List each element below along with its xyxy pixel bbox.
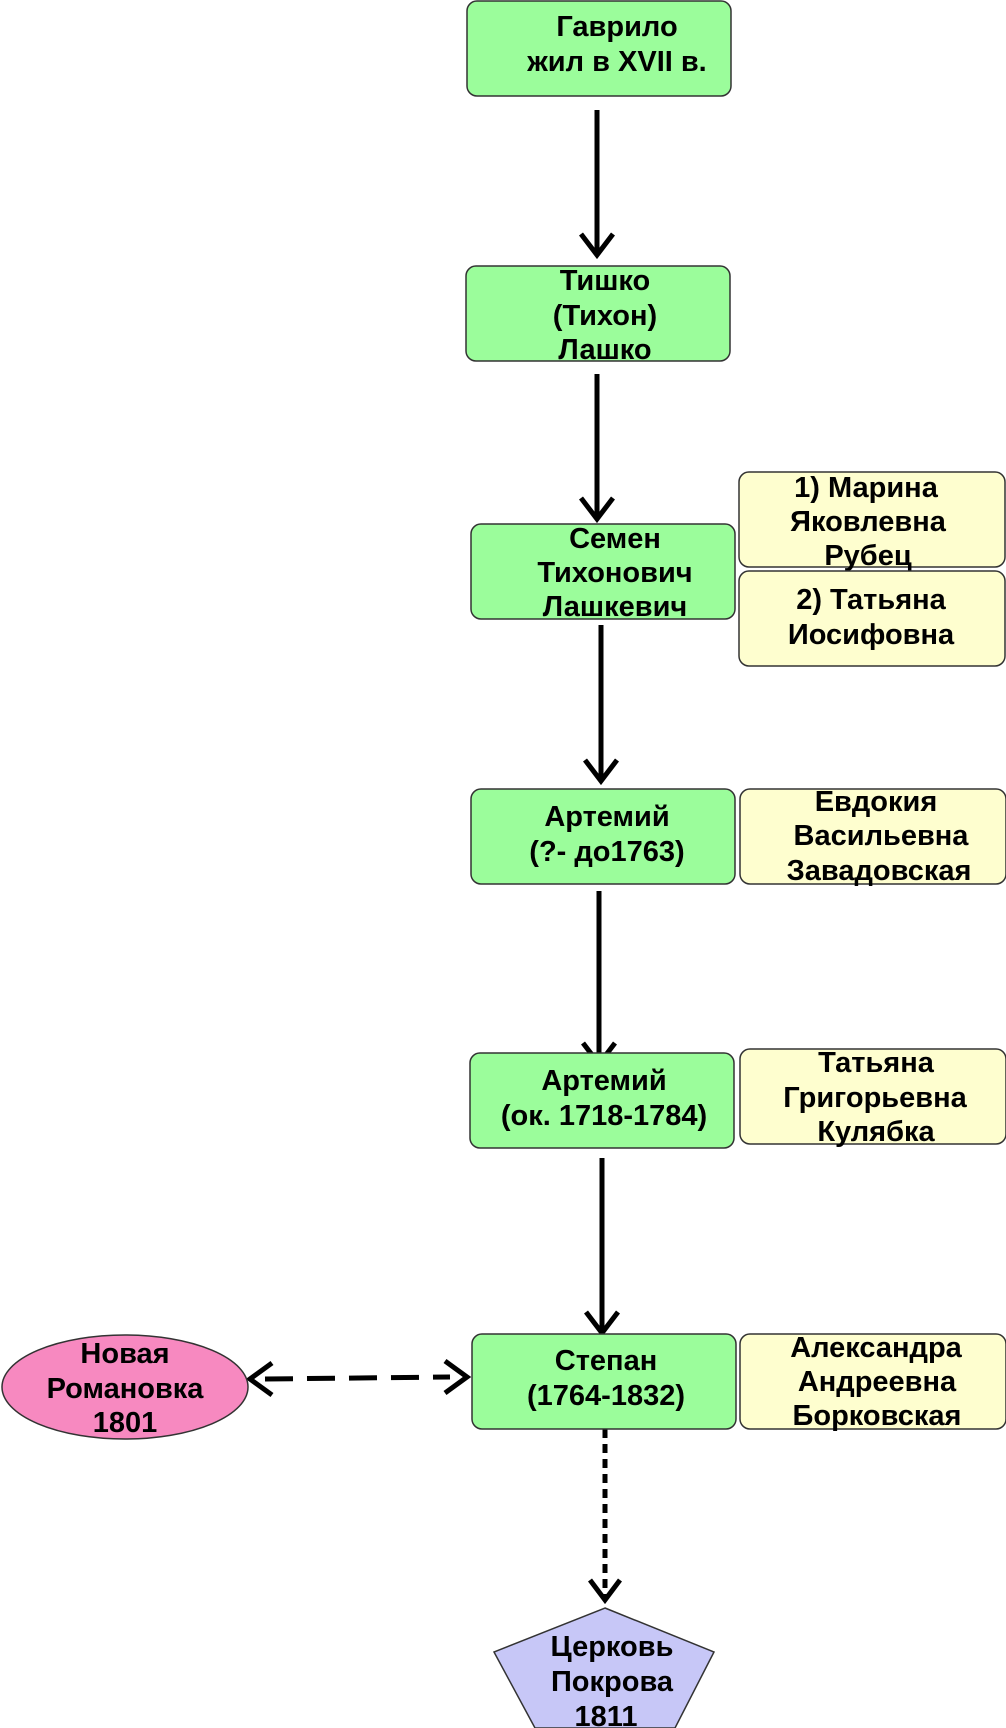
node-stepan-line1: Степан	[555, 1345, 657, 1377]
node-marina-line3: Рубец	[824, 540, 912, 572]
node-evdokia-box	[739, 788, 1006, 885]
node-alexandra-line3: Борковская	[793, 1400, 962, 1432]
node-novaya-line1: Новая	[80, 1338, 169, 1370]
dashed-arrow-stepan-novaya	[264, 1374, 451, 1382]
node-artemiy1-box	[470, 788, 736, 885]
arrow-tishko-semen-head	[579, 496, 615, 524]
node-semen[interactable]: Семен Тихонович Лашкевич	[470, 523, 736, 623]
connectors	[245, 110, 622, 1605]
node-gavrilo-box	[466, 0, 732, 97]
node-stepan-line2: (1764-1832)	[527, 1380, 685, 1412]
node-alexandra[interactable]: Александра Андреевна Борковская	[739, 1332, 1006, 1432]
node-tishko-line2: (Тихон)	[553, 300, 657, 332]
node-stepan-box	[471, 1333, 737, 1430]
node-evdokia-line1: Евдокия	[815, 786, 938, 818]
node-tatiana-g-line1: Татьяна	[818, 1047, 935, 1079]
node-semen-line2: Тихонович	[537, 557, 692, 589]
node-alexandra-line2: Андреевна	[798, 1366, 957, 1398]
node-novaya-line3: 1801	[93, 1407, 158, 1439]
node-alexandra-line1: Александра	[790, 1332, 962, 1364]
node-tatiana-i[interactable]: 2) Татьяна Иосифовна	[738, 570, 1006, 667]
node-church-line3: 1811	[575, 1701, 638, 1728]
node-semen-box	[470, 523, 736, 620]
arrow-semen-artemiy1-head	[583, 758, 619, 786]
node-artemiy2-line2: (ок. 1718-1784)	[501, 1100, 707, 1132]
node-evdokia-line3: Завадовская	[787, 855, 972, 887]
arrow-artemiy2-stepan-head	[584, 1310, 620, 1338]
node-artemiy2[interactable]: Артемий (ок. 1718-1784)	[469, 1052, 735, 1149]
node-church-line1: Церковь	[551, 1631, 674, 1663]
node-marina-line1: 1) Марина	[794, 472, 939, 504]
node-artemiy1-line1: Артемий	[544, 801, 669, 833]
node-tatiana-g-line3: Кулябка	[817, 1116, 935, 1148]
node-marina-box	[738, 471, 1006, 568]
node-tishko-line3: Лашко	[558, 334, 651, 366]
dotted-arrow-head	[588, 1578, 622, 1605]
node-tatiana-g-box	[739, 1048, 1006, 1145]
node-gavrilo[interactable]: Гаврило жил в XVII в.	[466, 0, 732, 97]
node-tishko-box	[465, 265, 731, 362]
node-novaya-line2: Романовка	[47, 1373, 205, 1405]
node-alexandra-box	[739, 1333, 1006, 1430]
node-artemiy1-line2: (?- до1763)	[529, 836, 684, 868]
node-tatiana-i-line2: Иосифовна	[788, 619, 955, 651]
node-tatiana-i-box	[738, 570, 1006, 667]
node-marina-line2: Яковлевна	[790, 506, 947, 538]
node-gavrilo-line2: жил в XVII в.	[526, 46, 707, 78]
node-tatiana-g-line2: Григорьевна	[783, 1082, 967, 1114]
node-church-pokrova[interactable]: Церковь Покрова 1811	[492, 1607, 716, 1728]
node-church-pentagon	[492, 1607, 716, 1728]
node-tatiana-i-line1: 2) Татьяна	[796, 584, 946, 616]
node-novaya-ellipse	[1, 1334, 249, 1440]
node-stepan[interactable]: Степан (1764-1832)	[471, 1333, 737, 1430]
node-gavrilo-line1: Гаврило	[556, 11, 677, 43]
node-novaya-romanovka[interactable]: Новая Романовка 1801	[1, 1334, 249, 1440]
node-evdokia-line2: Васильевна	[794, 820, 970, 852]
node-semen-line1: Семен	[569, 523, 661, 555]
node-artemiy2-line1: Артемий	[541, 1065, 666, 1097]
node-semen-line3: Лашкевич	[543, 591, 688, 623]
arrow-gavrilo-tishko-head	[579, 232, 615, 260]
node-tishko-line1: Тишко	[560, 265, 650, 297]
node-marina[interactable]: 1) Марина Яковлевна Рубец	[738, 471, 1006, 572]
node-tatiana-g[interactable]: Татьяна Григорьевна Кулябка	[739, 1047, 1006, 1148]
dashed-arrow-right-head	[443, 1358, 472, 1396]
node-artemiy1[interactable]: Артемий (?- до1763)	[470, 788, 736, 885]
node-evdokia[interactable]: Евдокия Васильевна Завадовская	[739, 786, 1006, 887]
node-artemiy2-box	[469, 1052, 735, 1149]
dashed-arrow-left-head	[245, 1360, 274, 1398]
node-church-line2: Покрова	[551, 1666, 674, 1698]
node-tishko[interactable]: Тишко (Тихон) Лашко	[465, 265, 731, 366]
